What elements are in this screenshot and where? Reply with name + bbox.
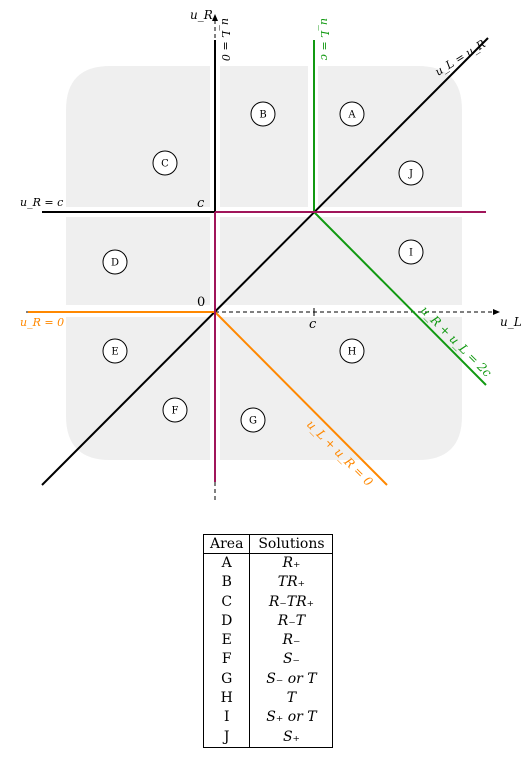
region-letter: H: [348, 347, 357, 358]
area-cell: G: [203, 669, 251, 690]
origin-label: 0: [197, 295, 205, 310]
label-ur-c: u_R = c: [20, 196, 63, 209]
phase-diagram: u_R u_L 0 c c u_L = 0 u_L = c u_R = c u_…: [20, 8, 522, 500]
solutions-cell: R₊: [282, 555, 301, 571]
area-cell: H: [203, 689, 251, 709]
label-ur-zero: u_R = 0: [20, 316, 64, 329]
area-cell: J: [203, 727, 251, 748]
label-ul-c: u_L = c: [318, 18, 331, 60]
region-circle: [250, 101, 276, 127]
region-letter: A: [347, 110, 356, 121]
region-letter: G: [249, 416, 257, 427]
region-marker: A B C D E F G H I J: [102, 101, 424, 433]
region-circle: [162, 397, 188, 423]
area-cell: I: [203, 708, 251, 728]
region-i: I: [398, 239, 424, 265]
region-j: J: [398, 160, 424, 186]
table-row: J S₊: [203, 727, 333, 748]
region-f: F: [162, 397, 188, 423]
x-axis-label: u_L: [500, 315, 522, 329]
solutions-cell: TR₊: [277, 574, 306, 591]
y-axis-label: u_R: [190, 8, 213, 22]
line-sum-2c: [313, 211, 487, 386]
header-area: Area: [203, 534, 251, 554]
solutions-cell: R₋TR₊: [268, 593, 315, 610]
region-b: B: [250, 101, 276, 127]
table-header-row: Area Solutions: [203, 534, 333, 554]
region-letter: J: [408, 169, 413, 180]
region-circle: [339, 338, 365, 364]
solutions-cell: S₊: [282, 728, 300, 745]
region-circle: [102, 249, 128, 275]
region-letter: F: [172, 406, 179, 417]
table-row: G S₋ or T: [203, 669, 333, 690]
header-solutions: Solutions: [249, 534, 333, 554]
solutions-cell: R₋: [282, 632, 301, 649]
area-cell: C: [203, 592, 251, 612]
area-cell: B: [203, 573, 251, 593]
region-h: H: [339, 338, 365, 364]
solutions-cell: T: [286, 690, 297, 707]
table-row: C R₋TR₊: [203, 592, 333, 612]
table-row: F S₋: [203, 650, 333, 670]
table-row: A R₊: [203, 553, 333, 574]
solutions-cell: S₋ or T: [266, 670, 317, 687]
table-row: E R₋: [203, 631, 333, 651]
region-circle: [398, 239, 424, 265]
region-letter: E: [111, 347, 118, 358]
y-axis-arrow: [212, 14, 218, 21]
label-ul-zero: u_L = 0: [219, 18, 232, 61]
table-row: B TR₊: [203, 573, 333, 593]
region-circle: [240, 407, 266, 433]
line-sum-0: [214, 311, 388, 486]
label-diag: u_L = u_R: [433, 37, 488, 78]
region-e: E: [102, 338, 128, 364]
region-g: G: [240, 407, 266, 433]
area-cell: A: [203, 553, 251, 574]
x-axis-arrow: [493, 309, 500, 315]
solutions-cell: S₊ or T: [266, 709, 317, 726]
area-cell: D: [203, 611, 251, 632]
region-circle: [102, 338, 128, 364]
region-d: D: [102, 249, 128, 275]
area-cell: F: [203, 650, 251, 670]
c-label-y: c: [197, 196, 205, 211]
region-circle: [152, 150, 178, 176]
region-letter: D: [111, 258, 119, 269]
solutions-cell: R₋T: [277, 612, 306, 629]
region-letter: C: [161, 159, 169, 170]
c-label-x: c: [309, 317, 317, 332]
region-letter: B: [259, 110, 266, 121]
line-diagonal: [41, 37, 489, 486]
region-letter: I: [409, 248, 413, 259]
region-circle: [339, 101, 365, 127]
region-circle: [398, 160, 424, 186]
solutions-cell: S₋: [282, 651, 300, 668]
region-a: A: [339, 101, 365, 127]
table-row: D R₋T: [203, 611, 333, 632]
region-c: C: [152, 150, 178, 176]
table-row: I S₊ or T: [203, 708, 333, 728]
area-cell: E: [203, 631, 251, 651]
